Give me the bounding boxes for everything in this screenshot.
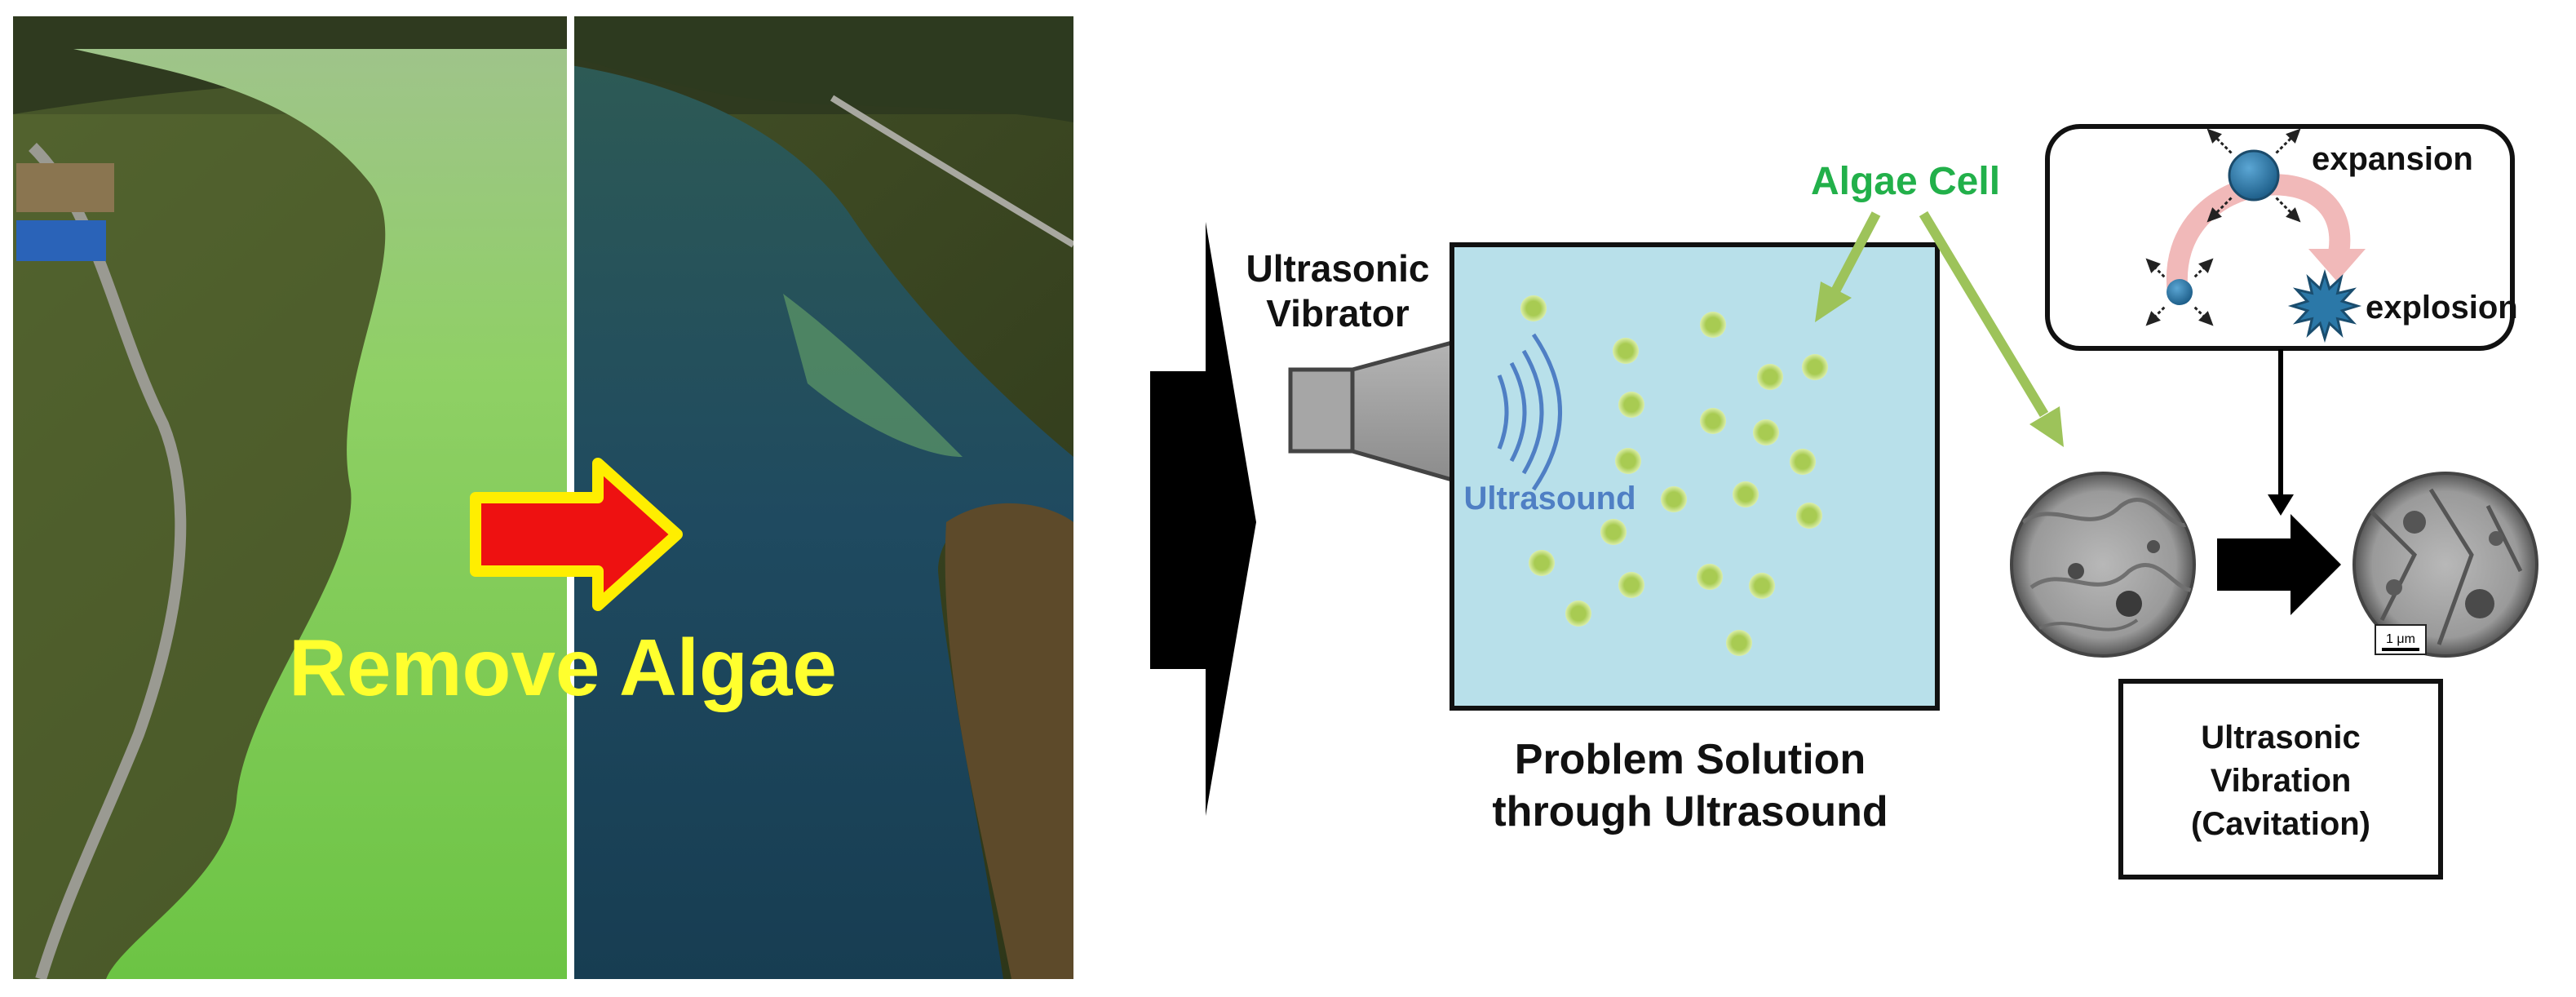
pointer-to-tank-head — [1815, 281, 1852, 322]
bubble-direction-arrowhead — [2206, 128, 2222, 144]
bubble-direction-arrow — [2193, 263, 2209, 278]
algae-cell — [1615, 448, 1641, 474]
photo-road — [29, 143, 187, 979]
algae-cell — [1661, 486, 1687, 512]
ultrasound-waves — [1497, 333, 1562, 491]
small-bubble — [2167, 279, 2193, 305]
large-bubble-circle — [2228, 149, 2280, 202]
residual-algae — [783, 294, 963, 457]
algae-cell — [1790, 449, 1816, 475]
bubble-direction-arrow — [2193, 306, 2209, 321]
scale-bar-label: 1 μm — [2386, 632, 2415, 646]
photo-right-road — [830, 95, 1073, 248]
algae-cell — [1700, 312, 1726, 338]
bubble-direction-arrow — [2275, 197, 2296, 218]
bubble-direction-arrow — [2211, 197, 2233, 218]
cavitation-curve-arrowhead — [2308, 249, 2366, 281]
bubble-arrows — [2145, 128, 2301, 326]
algae-cell-pointers — [1815, 210, 2064, 447]
explosion-label: explosion — [2366, 290, 2518, 326]
algae-cell — [1802, 354, 1828, 380]
pointer-to-micrograph-head — [2029, 406, 2064, 447]
pointer-to-tank — [1830, 211, 1881, 294]
photo-right-hills — [571, 16, 1073, 122]
micrograph-intact-cell — [2010, 472, 2196, 658]
bubble-direction-arrow — [2211, 133, 2233, 154]
bubble-direction-arrow — [2150, 263, 2166, 278]
algae-cell — [1697, 564, 1723, 590]
intact-cell-texture — [2021, 498, 2194, 631]
large-bubble — [2228, 149, 2280, 202]
bubble-direction-arrowhead — [2145, 258, 2161, 273]
ruptured-cell-texture — [2364, 488, 2523, 645]
remove-arrow — [470, 458, 683, 611]
bubble-direction-arrowhead — [2286, 207, 2301, 223]
ultrasound-label: Ultrasound — [1463, 481, 1635, 516]
vibration-box-line3: (Cavitation) — [2191, 806, 2370, 842]
algae-cell — [1757, 364, 1783, 390]
bubble-direction-arrowhead — [2286, 128, 2301, 144]
algae-cell — [1618, 392, 1644, 418]
bubble-direction-arrowhead — [2145, 311, 2161, 326]
ultrasound-wave-3 — [1521, 349, 1544, 475]
transition-arrow — [1150, 222, 1256, 816]
algae-cell — [1753, 419, 1779, 445]
algae-cell-label: Algae Cell — [1811, 160, 2000, 203]
intact-cell-outline — [2010, 472, 2196, 658]
algae-cell — [1565, 600, 1591, 627]
bubble-direction-arrow — [2150, 306, 2166, 321]
remove-algae-label: Remove Algae — [289, 623, 837, 712]
algae-covered-water — [73, 49, 571, 979]
river-photo: Remove Algae — [13, 16, 1073, 979]
algae-cells — [1520, 295, 1828, 656]
vibration-box-line1: Ultrasonic — [2201, 720, 2361, 756]
algae-cell — [1600, 519, 1627, 545]
ultrasound-wave-4 — [1531, 333, 1562, 491]
vibrator-horn — [1350, 339, 1454, 483]
algae-cell — [1726, 630, 1752, 656]
water-tank — [1450, 242, 1940, 711]
down-arrow-head — [2268, 494, 2294, 516]
bubble-direction-arrow — [2275, 133, 2296, 154]
caption-line1: Problem Solution — [1515, 736, 1866, 783]
vibration-box-line2: Vibration — [2211, 763, 2352, 799]
algae-cell — [1529, 550, 1555, 576]
algae-cell — [1613, 338, 1639, 364]
ultrasonic-vibrator — [1288, 339, 1454, 483]
expansion-label: expansion — [2312, 141, 2473, 177]
clean-water — [571, 65, 1073, 979]
algae-cell — [1520, 295, 1547, 321]
algae-cell — [1733, 481, 1759, 507]
pointer-to-micrograph — [1919, 210, 2049, 418]
bubble-direction-arrowhead — [2198, 258, 2214, 273]
bubble-direction-arrowhead — [2206, 207, 2222, 223]
vibrator-label-line1: Ultrasonic — [1246, 247, 1430, 290]
bubble-direction-arrowhead — [2198, 311, 2214, 326]
vibrator-label-line2: Vibrator — [1266, 292, 1410, 335]
photo-building — [16, 220, 106, 261]
algae-cell — [1700, 408, 1726, 434]
cavitation-box — [2045, 124, 2515, 351]
ultrasound-wave-2 — [1509, 361, 1527, 463]
caption-line2: through Ultrasound — [1492, 788, 1888, 835]
small-bubble-circle — [2167, 279, 2193, 305]
algae-cell — [1618, 572, 1644, 598]
algae-cell — [1796, 503, 1822, 529]
vibrator-body — [1288, 367, 1355, 454]
photo-right-bank — [945, 503, 1073, 979]
micrograph-arrow — [2217, 514, 2341, 615]
algae-cell — [1749, 573, 1775, 599]
photo-field — [16, 163, 114, 212]
micrograph-ruptured-cell: 1 μm — [2352, 472, 2538, 658]
vibration-box — [2118, 679, 2443, 880]
ultrasound-wave-1 — [1497, 374, 1509, 450]
explosion-burst — [2287, 268, 2362, 343]
